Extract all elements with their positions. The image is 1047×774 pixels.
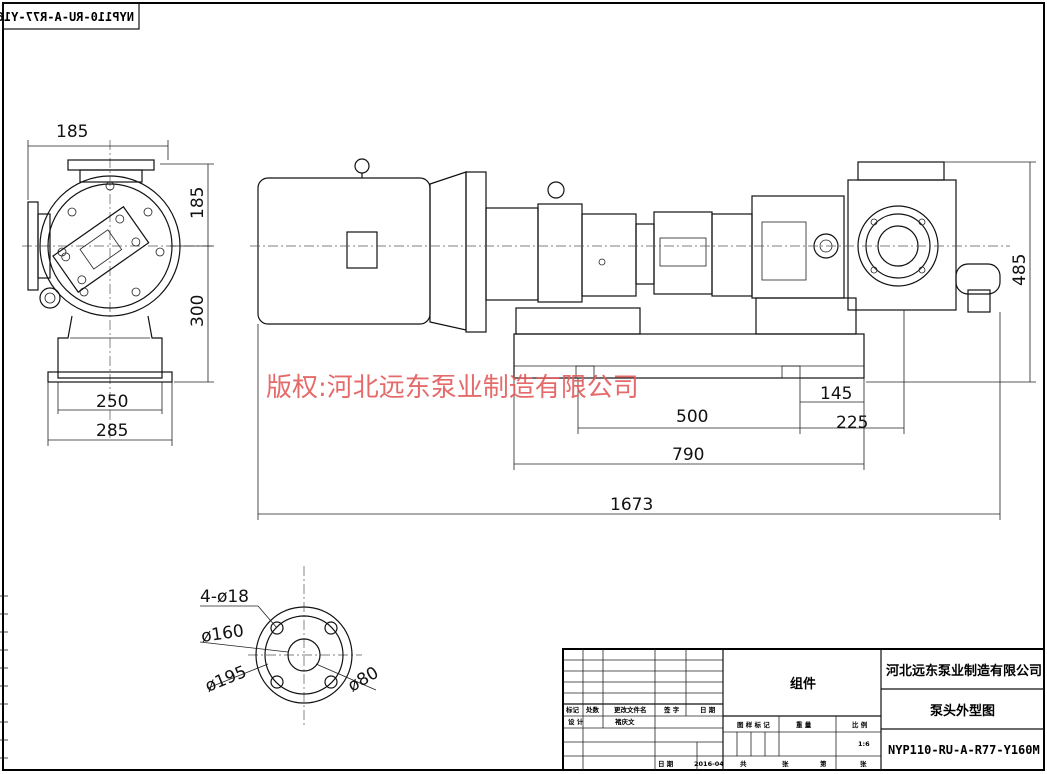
dim-overall-height: 485	[1010, 254, 1030, 286]
flange-pcd-label: ø160	[200, 621, 245, 647]
dim-side-height-upper: 185	[188, 187, 208, 219]
tb-label-ratio: 比 例	[852, 720, 868, 729]
dim-500: 500	[676, 407, 708, 427]
tb-company: 河北远东泵业制造有限公司	[886, 663, 1042, 679]
dim-145: 145	[820, 384, 852, 404]
tb-label-weight: 重 量	[796, 720, 812, 729]
tb-drawing-code: NYP110-RU-A-R77-Y160M	[888, 743, 1040, 757]
tb-drawing-title: 泵头外型图	[930, 703, 995, 719]
tb-label-date: 日 期	[700, 705, 716, 714]
header-stamp-text: NYP110-RU-A-R77-Y160M	[0, 10, 134, 24]
margin-ticks	[0, 595, 8, 759]
side-view: 185 185 300 250 285	[22, 122, 214, 446]
tb-scale: 1:6	[858, 740, 870, 748]
dim-225: 225	[836, 413, 868, 433]
tb-designer: 褚庆文	[614, 717, 635, 726]
dim-base-outer: 285	[96, 421, 128, 441]
tb-label-design: 设 计	[568, 717, 584, 726]
tb-label-mark: 标记	[565, 705, 580, 714]
tb-date: 2016-04	[694, 760, 724, 768]
flange-detail: 4-ø18 ø160 ø195 ø80	[200, 566, 382, 728]
dim-base-inner: 250	[96, 392, 128, 412]
tb-label-nth: 第	[820, 759, 827, 768]
dim-1673: 1673	[610, 495, 653, 515]
header-stamp: NYP110-RU-A-R77-Y160M	[0, 2, 140, 30]
tb-label-sheets2: 张	[860, 759, 867, 768]
tb-label-sheets: 张	[782, 759, 789, 768]
tb-label-count: 处数	[585, 705, 600, 714]
front-view: 485 145 500 225 790 1673	[250, 158, 1036, 520]
tb-assembly: 组件	[790, 676, 816, 692]
tb-label-change-doc: 更改文件名	[614, 705, 647, 714]
tb-label-signature: 签 字	[663, 705, 680, 714]
flange-holes-label: 4-ø18	[200, 587, 249, 607]
dim-side-width: 185	[56, 122, 88, 142]
tb-label-date2: 日 期	[658, 759, 674, 768]
flange-outer-label: ø195	[202, 662, 249, 697]
title-block: 标记 处数 更改文件名 签 字 日 期 设 计 褚庆文 日 期 2016-04 …	[562, 648, 1045, 771]
dim-790: 790	[672, 445, 704, 465]
watermark-text: 版权:河北远东泵业制造有限公司	[266, 373, 639, 403]
dim-side-height-lower: 300	[188, 295, 208, 327]
tb-label-sample-mark: 图 样 标 记	[737, 720, 770, 729]
tb-label-total: 共	[740, 759, 747, 768]
